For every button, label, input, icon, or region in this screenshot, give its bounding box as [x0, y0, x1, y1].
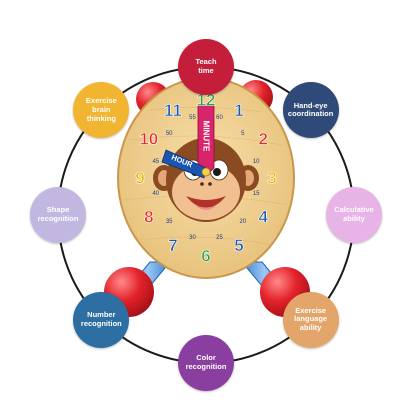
feature-bubble-color-recognition: Color recognition: [178, 335, 234, 391]
minute-mark-60: 60: [216, 115, 223, 121]
minute-mark-55: 55: [189, 115, 196, 121]
minute-hand-label: MINUTE: [202, 121, 211, 152]
feature-bubble-brain-thinking: Exercise brain thinking: [73, 82, 130, 139]
feature-label-teach-time: Teach time: [195, 57, 217, 75]
feature-label-color-recognition: Color recognition: [185, 353, 227, 371]
hour-numeral-12: 12: [197, 91, 216, 110]
hour-numeral-7: 7: [168, 236, 177, 255]
minute-mark-50: 50: [166, 131, 173, 137]
feature-label-exercise-language: Exercise language ability: [294, 305, 328, 332]
feature-label-calculative: Calculative ability: [334, 205, 374, 223]
hour-numeral-11: 11: [164, 101, 182, 120]
hour-numeral-1: 1: [234, 101, 243, 120]
clock-minute-marks: 60 5 10 15 20 25 30 35 40 45 50 55: [152, 115, 260, 241]
hour-numeral-6: 6: [201, 247, 210, 266]
minute-mark-30: 30: [189, 235, 196, 241]
minute-mark-20: 20: [239, 219, 246, 225]
hour-numeral-10: 10: [139, 130, 158, 149]
feature-bubble-number-recognition: Number recognition: [73, 291, 130, 348]
minute-mark-5: 5: [241, 131, 245, 137]
minute-mark-35: 35: [166, 219, 173, 225]
minute-mark-10: 10: [253, 159, 260, 165]
feature-bubble-exercise-language: Exercise language ability: [282, 291, 339, 348]
hour-numeral-2: 2: [258, 130, 267, 149]
feature-bubble-teach-time: Teach time: [178, 39, 234, 95]
minute-mark-40: 40: [152, 191, 159, 197]
feature-bubble-shape-recognition: Shape recognition: [30, 187, 86, 243]
minute-mark-15: 15: [253, 191, 260, 197]
hour-numeral-3: 3: [267, 169, 276, 188]
feature-bubble-calculative: Calculative ability: [326, 187, 382, 243]
feature-label-brain-thinking: Exercise brain thinking: [85, 96, 117, 123]
minute-mark-25: 25: [216, 235, 223, 241]
minute-mark-45: 45: [152, 159, 159, 165]
feature-label-hand-eye: Hand-eye coordination: [287, 100, 334, 119]
feature-bubble-hand-eye: Hand-eye coordination: [282, 82, 339, 139]
hour-numeral-9: 9: [135, 169, 144, 188]
hour-numeral-5: 5: [234, 236, 243, 255]
feature-label-number-recognition: Number recognition: [80, 310, 122, 328]
clock-center-pin: [201, 167, 211, 177]
hour-numeral-8: 8: [144, 208, 153, 227]
hour-numeral-4: 4: [258, 208, 268, 227]
feature-label-shape-recognition: Shape recognition: [37, 205, 79, 223]
